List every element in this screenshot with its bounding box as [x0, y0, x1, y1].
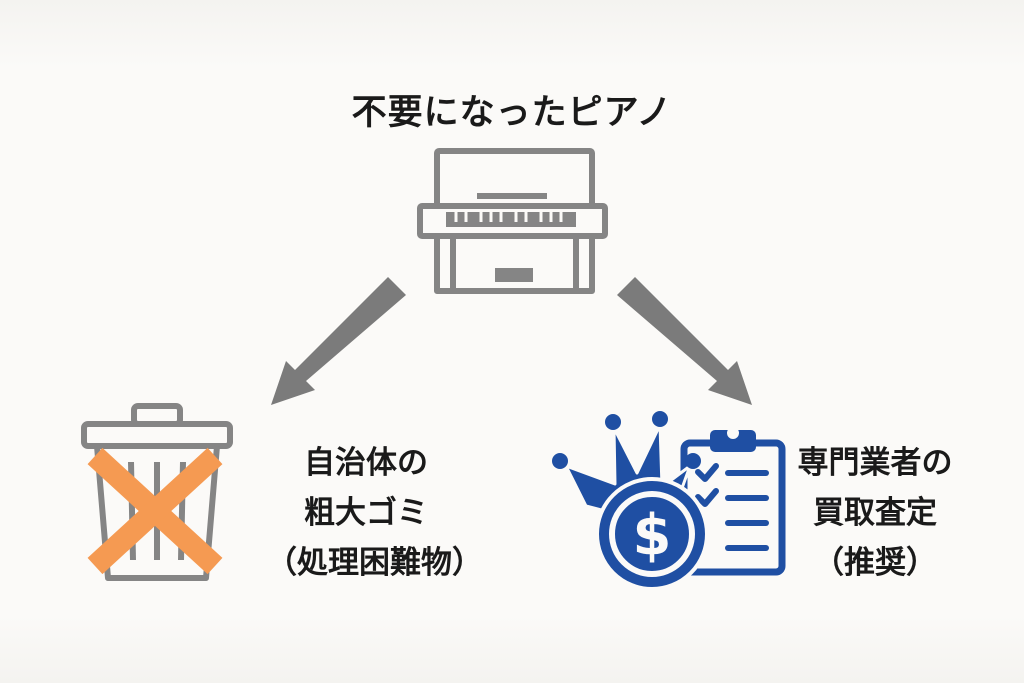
buyer-line-1: 専門業者の: [797, 445, 953, 481]
trash-can-crossed-icon: [81, 403, 233, 581]
disposal-line-3: （処理困難物）: [266, 545, 483, 581]
buyer-option-label: 専門業者の 買取査定 （推奨）: [770, 438, 980, 588]
upright-piano-icon: [417, 148, 608, 294]
arrow-to-buyer: [617, 277, 752, 405]
arrow-to-disposal: [271, 277, 406, 405]
crown-coin-clipboard-icon: $: [552, 411, 786, 591]
disposal-option-label: 自治体の 粗大ゴミ （処理困難物）: [266, 438, 483, 588]
buyer-line-2: 買取査定: [813, 495, 937, 531]
diagram-title: 不要になったピアノ: [351, 93, 673, 133]
disposal-line-2: 粗大ゴミ: [304, 495, 428, 531]
coin-dollar-sign: $: [633, 503, 672, 568]
buyer-line-3: （推奨）: [813, 545, 937, 581]
disposal-line-1: 自治体の: [304, 445, 428, 481]
